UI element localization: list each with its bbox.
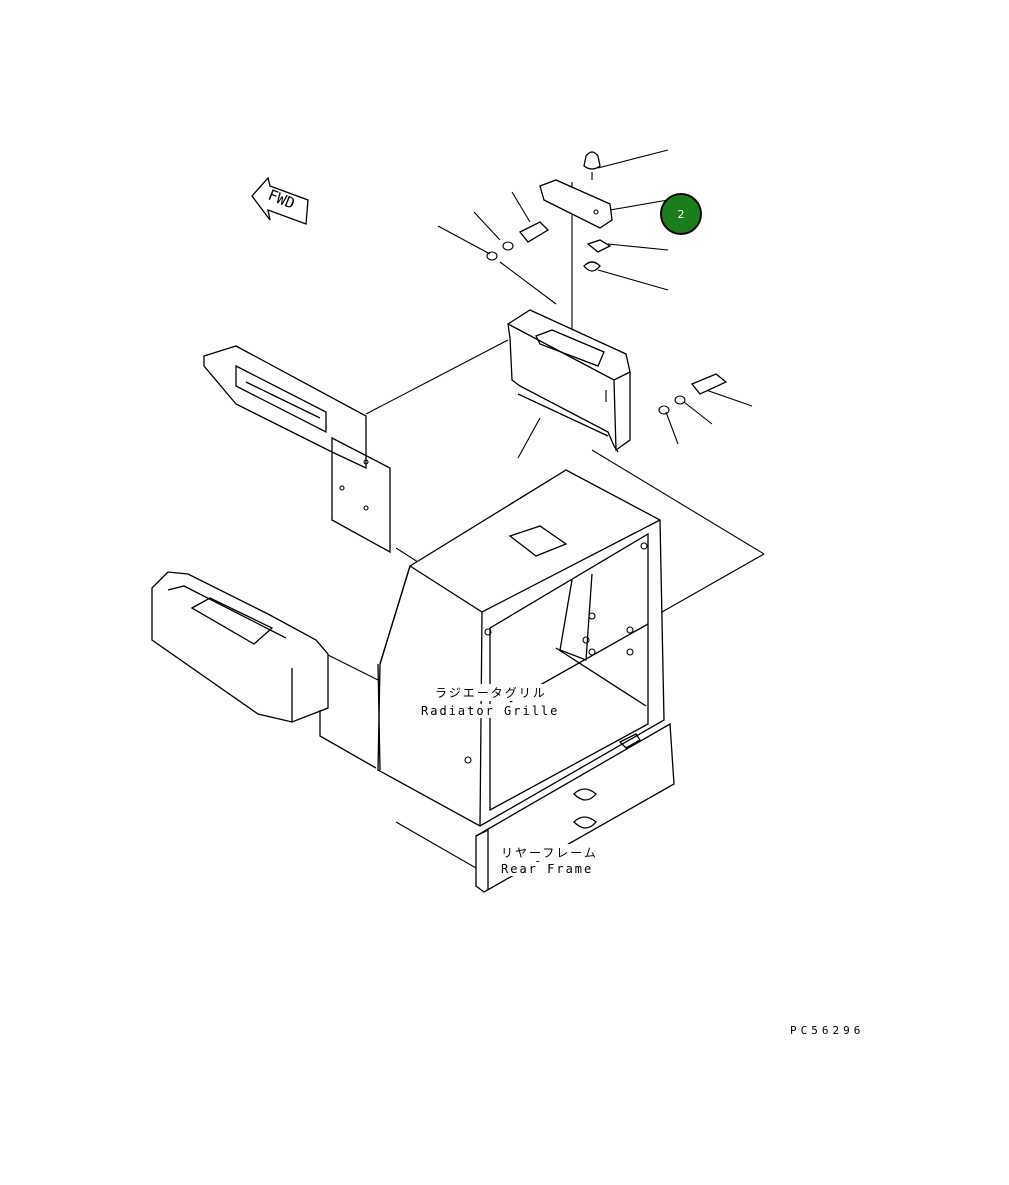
fwd-arrow-icon: FWD	[251, 176, 309, 225]
rear-frame-label-en: Rear Frame	[498, 862, 597, 876]
clip-nut	[583, 239, 612, 272]
rear-frame-label-jp: リヤーフレーム	[498, 844, 601, 861]
upper-bolt-washers	[486, 221, 550, 261]
left-lower-box	[151, 571, 377, 769]
cover-plate	[539, 179, 613, 229]
assembly-guide-lines	[325, 182, 765, 681]
knob-bolt	[583, 151, 601, 180]
fwd-text: FWD	[266, 186, 298, 213]
callout-number: 2	[677, 207, 685, 221]
right-bolt-washers	[658, 373, 728, 415]
radiator-grille-frame	[377, 469, 665, 827]
figure-code: PC56296	[790, 1024, 865, 1037]
left-cover-panel	[203, 345, 391, 554]
callout-part-2[interactable]: 2	[660, 193, 702, 235]
bracket-box	[506, 309, 631, 453]
radiator-grille-label-jp: ラジエータグリル	[432, 684, 550, 701]
radiator-grille-label-en: Radiator Grille	[418, 704, 563, 718]
